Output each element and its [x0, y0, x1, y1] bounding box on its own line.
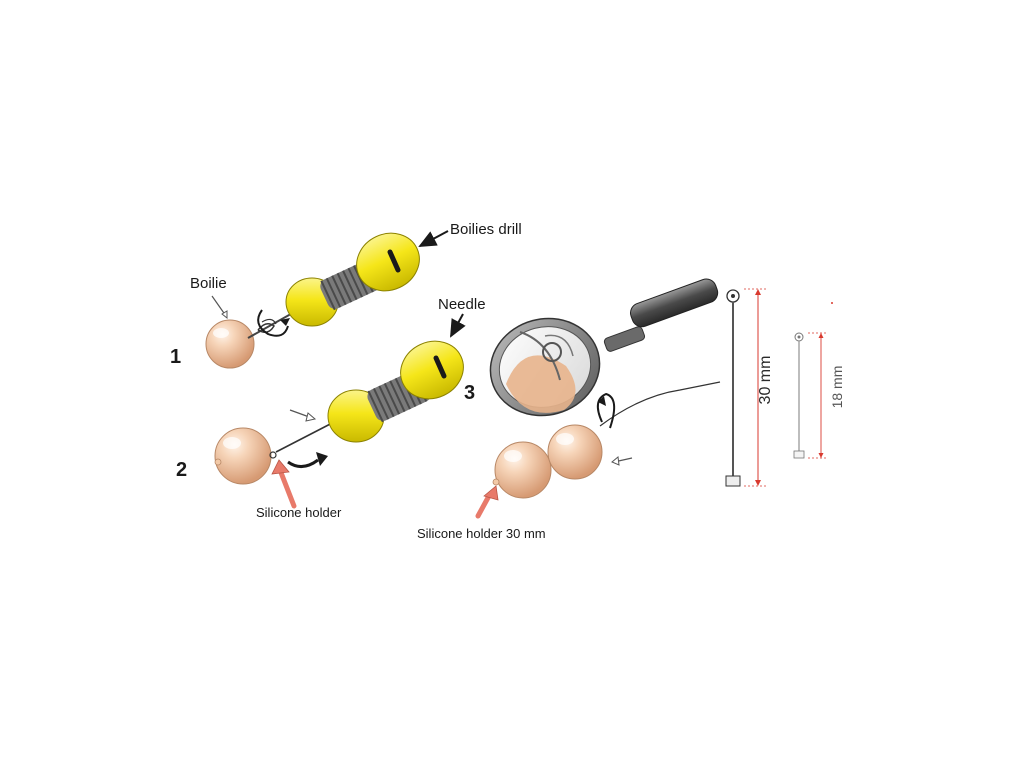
- step1-boilie: [205, 319, 255, 369]
- dimension-18mm-label: 18 mm: [829, 365, 845, 409]
- step2-needle: [269, 419, 339, 459]
- step2-needle-tool: [327, 340, 464, 443]
- silicone-holder-red-arrow: [271, 459, 297, 509]
- step3-boilie-right: [547, 424, 603, 480]
- rotation-arrow-icon: [257, 309, 290, 337]
- needle-label: Needle: [438, 296, 486, 313]
- silicone-holder-30-label: Silicone holder 30 mm: [417, 526, 546, 541]
- step-number-3: 3: [464, 382, 476, 404]
- step3-boilie-left: [492, 441, 552, 499]
- step-number-2: 2: [176, 459, 188, 481]
- boilies-drill-label: Boilies drill: [450, 221, 522, 238]
- push-arrow-icon: [289, 409, 317, 422]
- step2-boilie: [214, 427, 272, 485]
- boilie-label: Boilie: [190, 275, 227, 292]
- stray-dot: [831, 302, 833, 304]
- dimension-30mm-label: 30 mm: [757, 355, 774, 405]
- boilie-pointer-arrow: [211, 295, 228, 320]
- holder-30mm-drawing: [725, 289, 741, 487]
- needle-pointer-arrow: [450, 313, 466, 338]
- twist-arrow-icon: [287, 451, 328, 468]
- holder-18mm-drawing: [793, 332, 805, 459]
- silicone-holder-label: Silicone holder: [256, 505, 342, 520]
- magnifier-icon: [489, 278, 719, 417]
- step-number-1: 1: [170, 346, 182, 368]
- dimension-18mm-line: [808, 332, 828, 459]
- boilies-drill-pointer-arrow: [418, 230, 449, 247]
- dimension-30mm-line: [744, 288, 768, 487]
- step1-boilies-drill: [285, 232, 420, 327]
- hook-line: [596, 381, 721, 466]
- silicone-holder-30-red-arrow: [475, 485, 499, 519]
